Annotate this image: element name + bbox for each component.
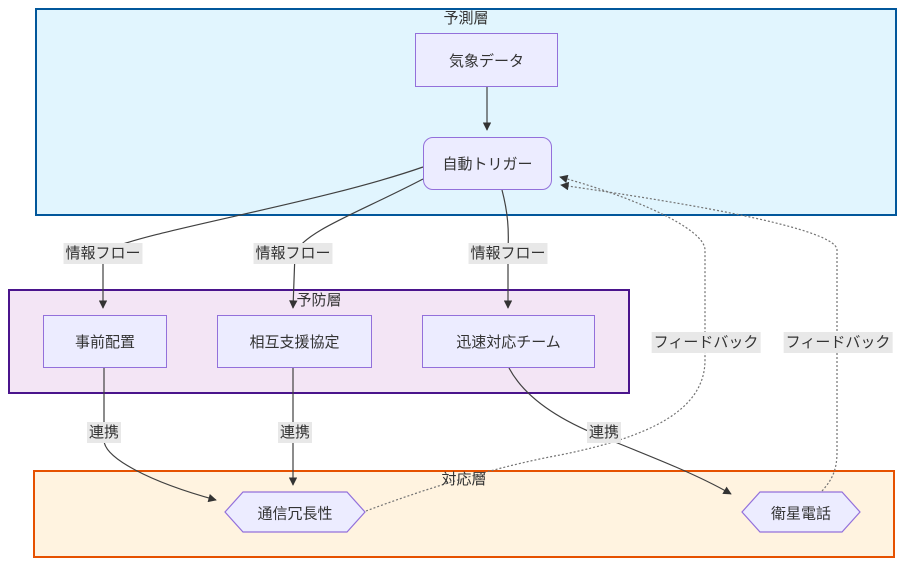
node-comm-redundancy-shape — [224, 491, 366, 533]
node-mutual-aid: 相互支援協定 — [217, 315, 372, 368]
edge-trigger-to-preposition — [98, 166, 424, 309]
cluster-title-prediction: 予測層 — [443, 9, 489, 27]
edge-label-feedback-1: フィードバック — [651, 332, 761, 353]
cluster-title-prevention: 予防層 — [296, 291, 342, 309]
node-satellite-phone-label: 衛星電話 — [770, 504, 832, 523]
edge-label-info-flow-2: 情報フロー — [253, 243, 333, 264]
node-satellite-phone-shape — [741, 491, 861, 533]
node-comm-redundancy-label: 通信冗長性 — [257, 504, 333, 523]
edge-label-coordination-3: 連携 — [586, 422, 622, 443]
edge-label-coordination-2: 連携 — [277, 422, 313, 443]
edge-label-info-flow-3: 情報フロー — [468, 243, 548, 264]
edge-satellite-feedback-to-trigger — [560, 181, 838, 492]
node-auto-trigger: 自動トリガー — [423, 137, 552, 190]
edge-label-feedback-2: フィードバック — [783, 332, 893, 353]
edge-label-info-flow-1: 情報フロー — [63, 243, 143, 264]
node-weather-data: 気象データ — [415, 33, 558, 87]
node-rapid-team: 迅速対応チーム — [422, 315, 595, 368]
edge-label-coordination-1: 連携 — [86, 422, 122, 443]
node-preposition: 事前配置 — [43, 315, 167, 368]
cluster-title-response: 対応層 — [441, 470, 487, 488]
